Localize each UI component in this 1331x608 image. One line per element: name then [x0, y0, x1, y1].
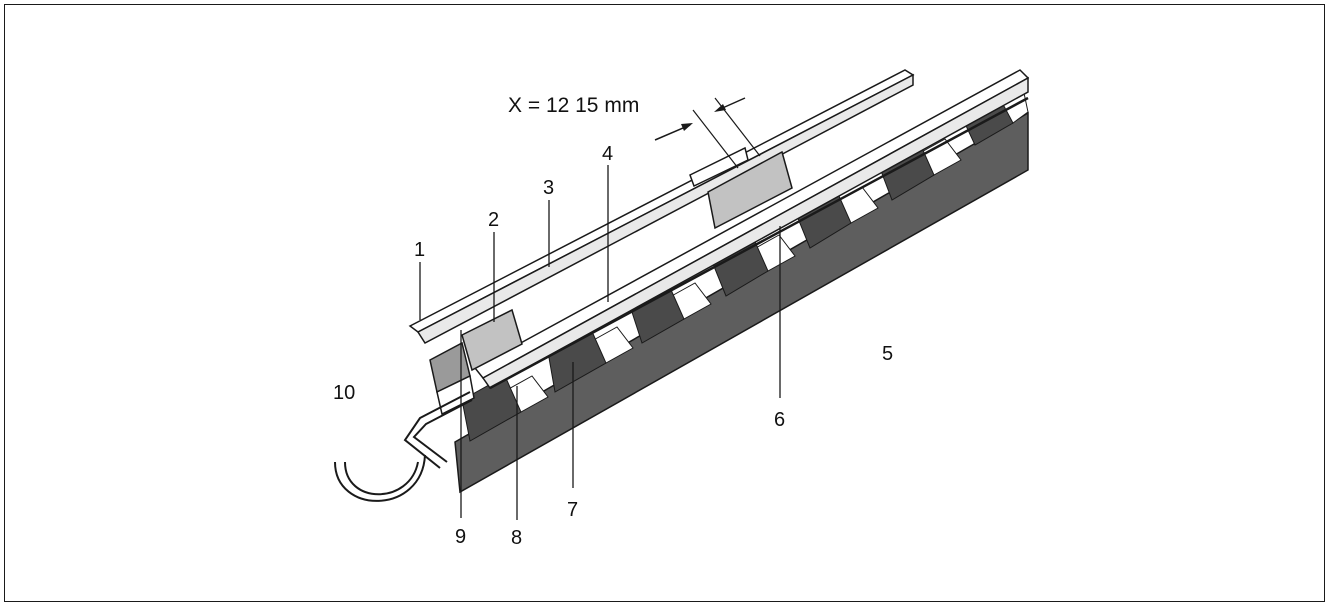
hook-path: [403, 391, 471, 469]
clamps: [429, 150, 793, 416]
gutter-curve: [344, 461, 419, 496]
dim-extension-1: [692, 109, 739, 169]
hook-path-inner: [412, 399, 473, 463]
upper-clamp: [707, 150, 793, 230]
callout-3: 3: [543, 177, 554, 199]
arrowhead-left: [681, 123, 693, 131]
callout-6: 6: [774, 409, 785, 431]
roof-structure: [454, 92, 1029, 494]
callout-4: 4: [602, 143, 613, 165]
callout-1: 1: [414, 239, 425, 261]
end-clamp: [461, 308, 523, 372]
rail-body: [481, 76, 1029, 389]
rail-edge: [489, 96, 1029, 390]
gutter-hook: [334, 391, 473, 502]
callout-8: 8: [511, 527, 522, 549]
adjacent-panel-edge: [689, 146, 749, 188]
arrowhead-right: [714, 104, 726, 112]
callout-9: 9: [455, 526, 466, 548]
callout-10: 10: [333, 382, 355, 404]
callout-2: 2: [488, 209, 499, 231]
leader-lines: [419, 165, 781, 520]
callout-5: 5: [882, 343, 893, 365]
adjacent-panel: [689, 146, 749, 188]
dimension-label: X = 12 15 mm: [508, 94, 639, 117]
mounting-rail: [473, 69, 1030, 390]
callout-7: 7: [567, 499, 578, 521]
gutter-curve-inner: [334, 454, 426, 502]
callouts: 1 2 3 4 5 6 7 8 9 10: [333, 143, 893, 549]
dimension-x: X = 12 15 mm: [508, 94, 761, 169]
